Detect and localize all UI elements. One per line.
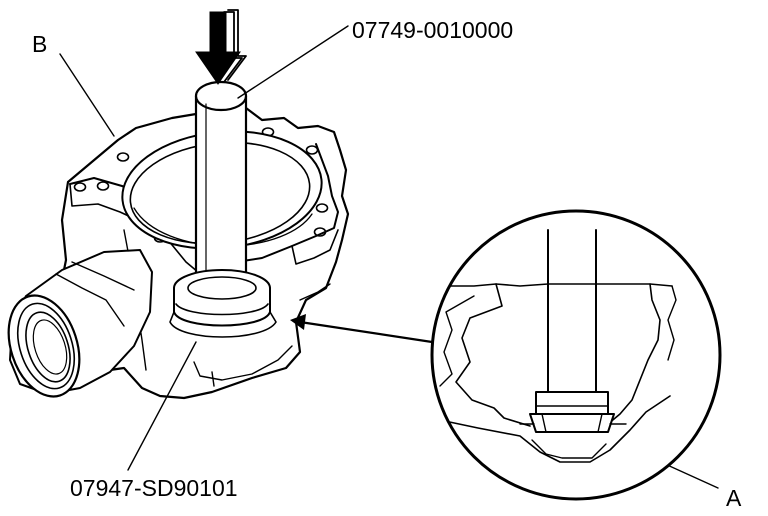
press-arrow-body bbox=[195, 11, 241, 85]
bolt-hole bbox=[315, 203, 329, 213]
bolt-hole bbox=[96, 181, 110, 191]
leader-tool-attachment bbox=[127, 341, 197, 471]
label-tool-driver: 07749-0010000 bbox=[352, 17, 513, 43]
leader-part-b bbox=[59, 53, 115, 137]
attachment-base bbox=[169, 311, 277, 338]
zoom-housing-left-inner bbox=[439, 295, 475, 387]
down-arrow-icon bbox=[195, 9, 247, 85]
zoom-housing-right-inner bbox=[667, 285, 677, 361]
bolt-hole bbox=[73, 182, 87, 192]
housing-lower-edge bbox=[193, 345, 293, 381]
leaders bbox=[59, 25, 719, 489]
housing-lower-edge bbox=[211, 371, 215, 387]
attachment-collar-ring bbox=[175, 303, 269, 316]
outlet-ring-inner bbox=[25, 311, 71, 383]
outlet-ring-inner bbox=[32, 319, 68, 375]
bolt-hole bbox=[305, 145, 319, 155]
driver-handle-top bbox=[194, 80, 248, 112]
label-tool-attachment: 07947-SD90101 bbox=[70, 475, 238, 501]
leader-zoom-arrowhead bbox=[290, 314, 306, 330]
zoom-seal-line bbox=[541, 413, 547, 433]
outlet-tube-line bbox=[71, 261, 135, 291]
zoom-seal-line bbox=[597, 413, 603, 433]
label-part-b: B bbox=[32, 31, 47, 57]
attachment-collar-body bbox=[173, 287, 271, 327]
labels: 07749-0010000 07947-SD90101 B A bbox=[32, 17, 742, 511]
zoom-housing-right bbox=[607, 283, 661, 425]
zoom-housing-bottom bbox=[439, 395, 671, 463]
zoom-detail bbox=[430, 209, 722, 501]
leader-zoom bbox=[298, 320, 434, 344]
leader-tool-driver bbox=[237, 25, 349, 99]
zoom-contents bbox=[432, 229, 677, 463]
housing-outlet bbox=[7, 249, 153, 398]
housing-flange-edge-right bbox=[291, 229, 339, 265]
zoom-attachment bbox=[535, 391, 609, 415]
label-part-a: A bbox=[726, 485, 742, 511]
driver-tool bbox=[169, 80, 277, 338]
driver-handle bbox=[194, 94, 248, 294]
housing-side-rib bbox=[299, 283, 331, 301]
zoom-seal bbox=[529, 413, 615, 433]
outlet-tube-line bbox=[55, 273, 125, 327]
attachment-collar-top bbox=[187, 276, 257, 300]
zoom-housing-left bbox=[455, 283, 531, 427]
outlet-ring-mid bbox=[16, 302, 76, 390]
zoom-housing-bottom-inner bbox=[531, 439, 607, 459]
bolt-hole bbox=[116, 152, 130, 162]
zoom-circle-border bbox=[430, 209, 722, 501]
zoom-circle bbox=[432, 211, 720, 499]
bolt-hole bbox=[313, 227, 327, 237]
